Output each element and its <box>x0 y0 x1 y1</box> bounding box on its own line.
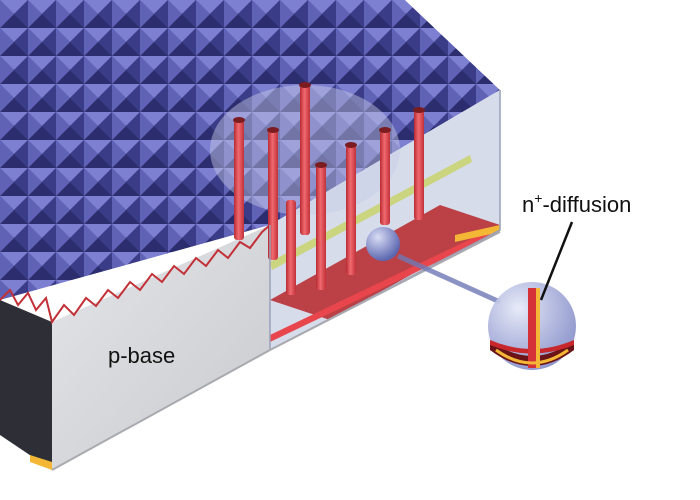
magnification-connector <box>396 253 502 305</box>
emitter-floor <box>270 205 500 320</box>
p-base-label: p-base <box>108 343 175 368</box>
magnified-sphere <box>488 282 576 370</box>
pyramid-texture-surface <box>0 0 500 300</box>
rear-contact-accent <box>455 225 500 242</box>
n-diffusion-label-base: n <box>522 192 534 217</box>
block-bottom-edge <box>51 231 501 471</box>
block-corner-accent <box>30 455 52 470</box>
block-front-face <box>52 225 270 470</box>
rear-contact <box>270 225 500 342</box>
label-pointer <box>539 221 574 301</box>
pyramid-edge <box>0 224 271 325</box>
block-left-face <box>0 300 52 470</box>
n-diffusion-label-sup: + <box>534 190 542 206</box>
selected-point-bubble <box>366 227 400 261</box>
n-diffusion-label: n+-diffusion <box>522 190 631 217</box>
n-diffusion-label-suffix: -diffusion <box>542 192 631 217</box>
